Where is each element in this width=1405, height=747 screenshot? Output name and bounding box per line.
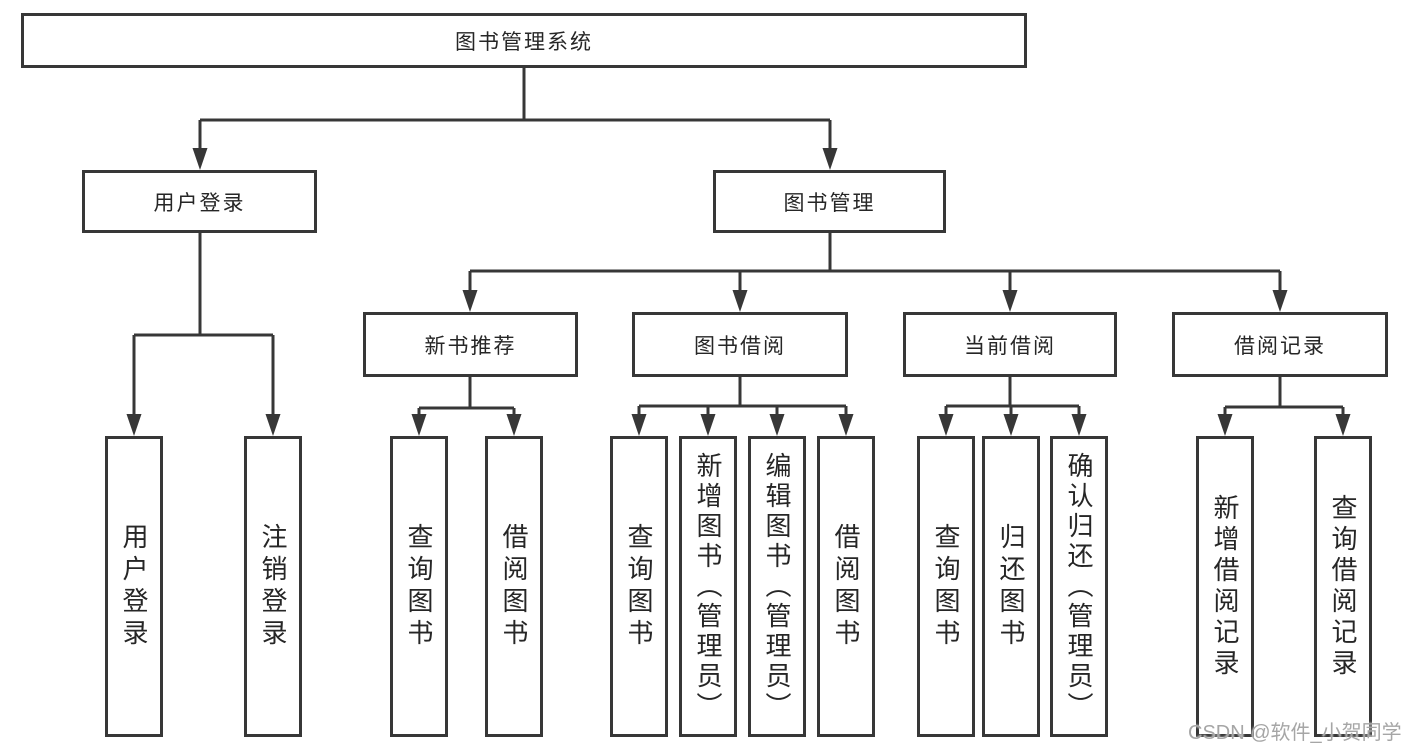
node-user-login: 用户登录 [82,170,317,233]
leaf-add-books-admin: 新增图书（管理员） [679,436,737,737]
node-book-management: 图书管理 [713,170,946,233]
leaf-user-login: 用户登录 [105,436,163,737]
node-book-borrowing: 图书借阅 [632,312,848,377]
node-borrowing-records: 借阅记录 [1172,312,1388,377]
leaf-logout: 注销登录 [244,436,302,737]
node-new-book-recommendation: 新书推荐 [363,312,578,377]
leaf-return-books: 归还图书 [982,436,1040,737]
leaf-borrow-books-recommend: 借阅图书 [485,436,543,737]
leaf-confirm-return-admin: 确认归还（管理员） [1050,436,1108,737]
leaf-query-books-recommend: 查询图书 [390,436,448,737]
leaf-query-books-current: 查询图书 [917,436,975,737]
leaf-query-books-borrowing: 查询图书 [610,436,668,737]
leaf-add-borrow-record: 新增借阅记录 [1196,436,1254,737]
node-library-management-system: 图书管理系统 [21,13,1027,68]
node-current-borrowing: 当前借阅 [903,312,1117,377]
leaf-borrow-books-borrowing: 借阅图书 [817,436,875,737]
leaf-query-borrow-record: 查询借阅记录 [1314,436,1372,737]
leaf-edit-books-admin: 编辑图书（管理员） [748,436,806,737]
